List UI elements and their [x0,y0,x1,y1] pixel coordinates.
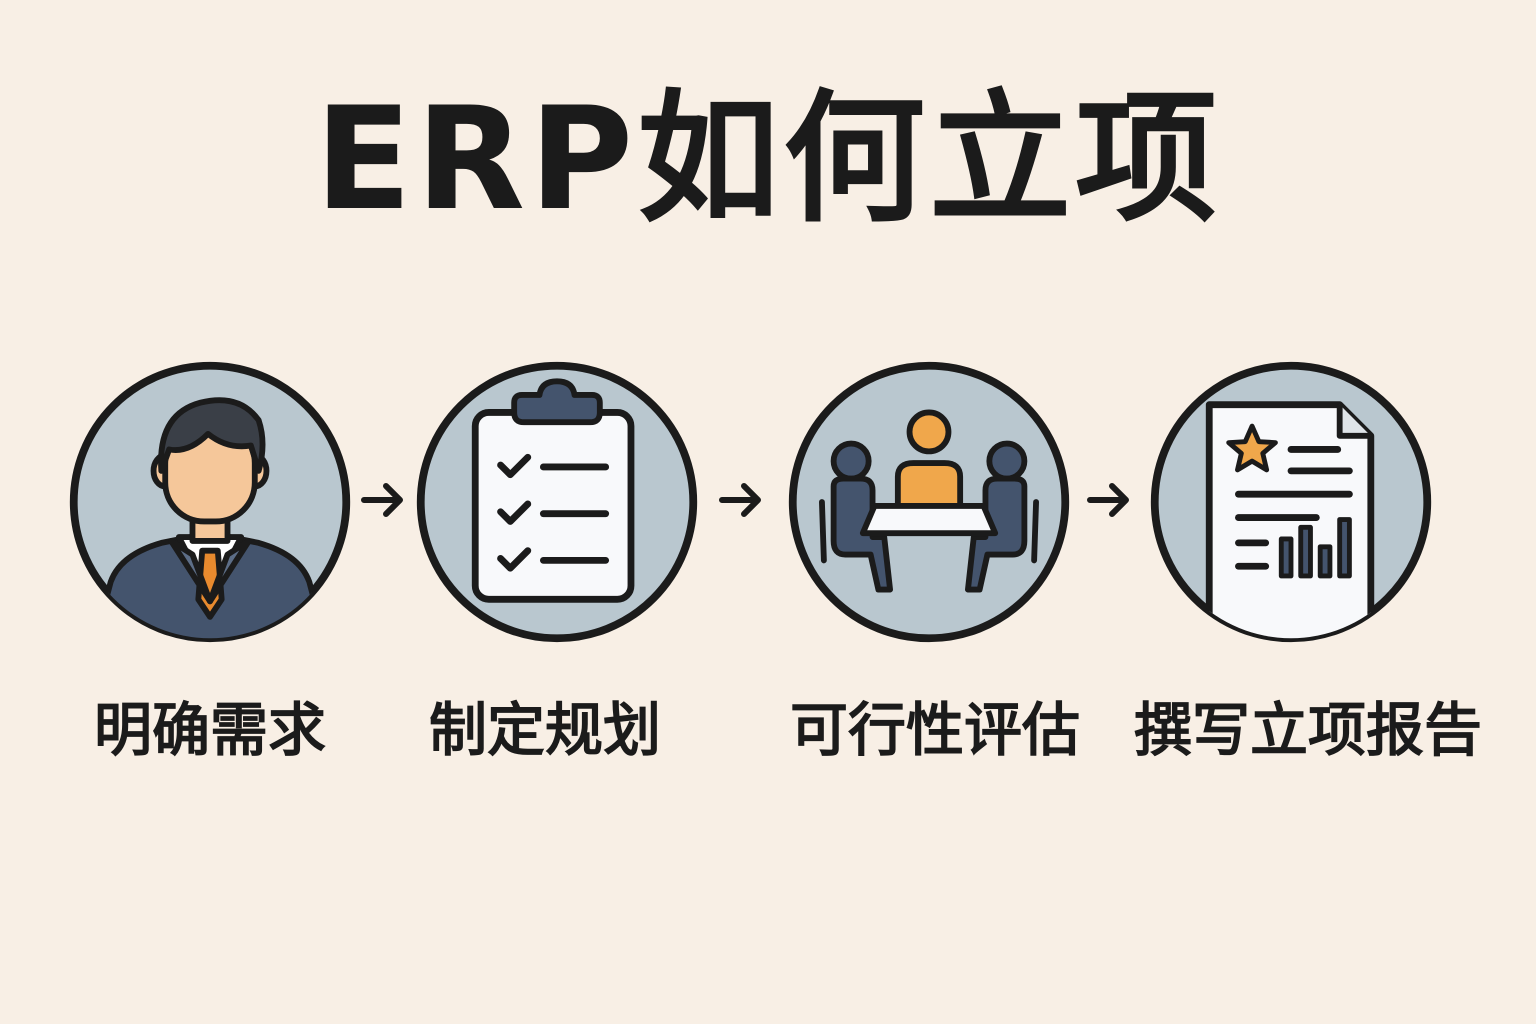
step-label-planning: 制定规划 [428,696,661,764]
step-report-icon-wrap [1145,356,1437,648]
step-label-feasibility: 可行性评估 [789,696,1080,764]
step-planning-icon-wrap [411,356,703,648]
clipboard-checklist-icon [416,361,698,643]
step-feasibility-icon-wrap [783,356,1075,648]
report-document-icon [1150,361,1432,643]
page-title: ERP如何立项 [314,77,1222,242]
step-label-report: 撰写立项报告 [1133,696,1482,764]
arrow-right-icon [718,476,766,524]
arrow-right-icon [360,476,408,524]
step-requirements-icon-wrap [64,356,356,648]
step-label-requirements: 明确需求 [93,696,326,764]
arrow-right-icon [1086,476,1134,524]
businessman-icon [69,361,351,643]
meeting-table-icon [788,361,1070,643]
